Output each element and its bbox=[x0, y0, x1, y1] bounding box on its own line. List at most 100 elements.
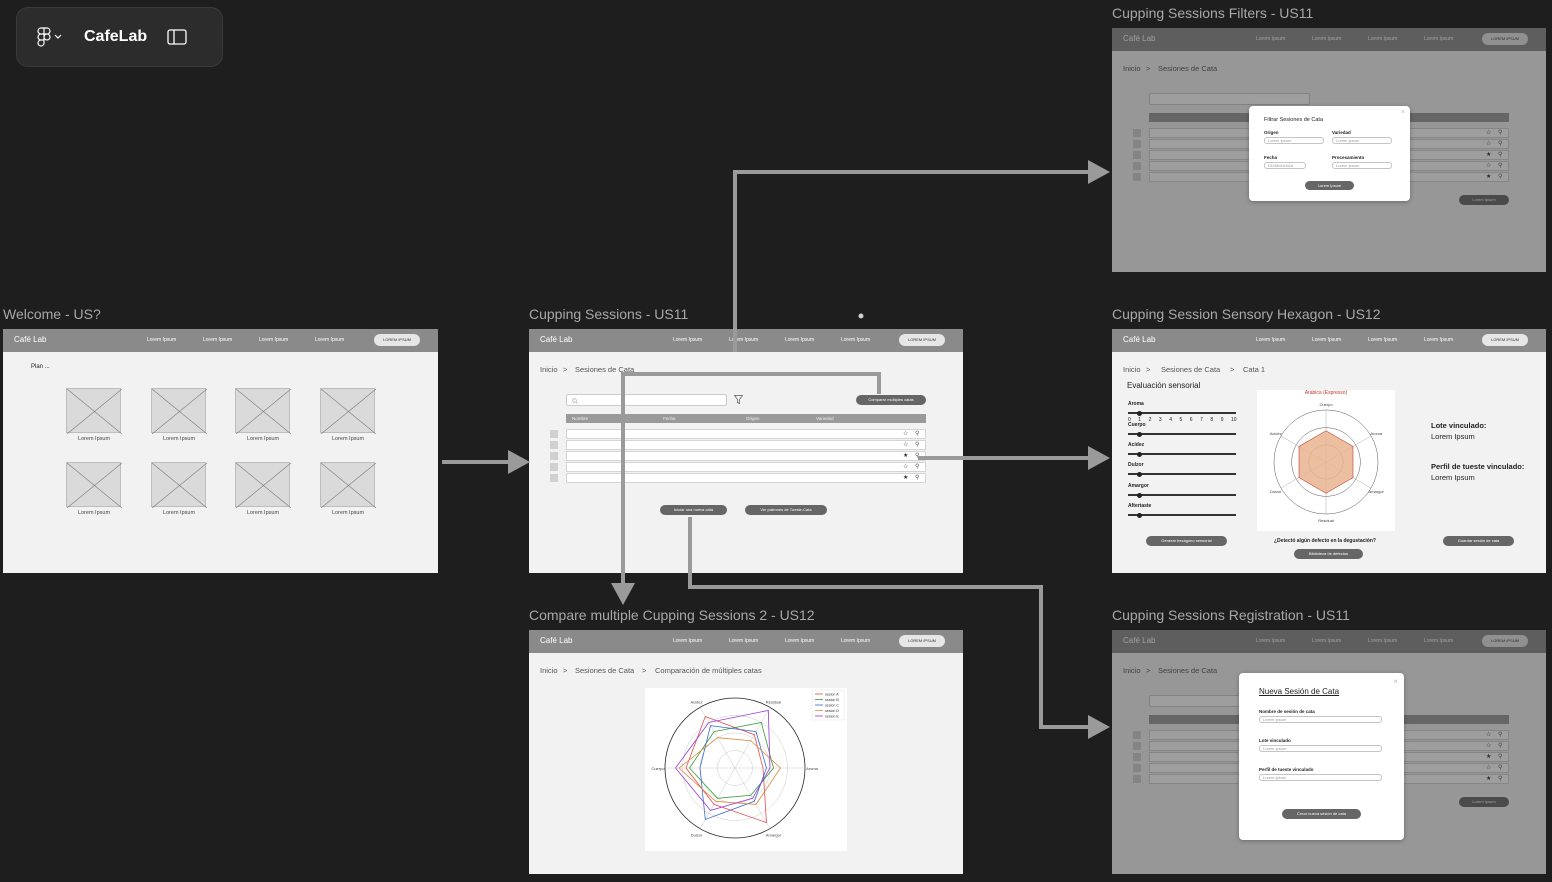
view-details-icon[interactable]: ⚲ bbox=[915, 464, 920, 470]
breadcrumb-home[interactable]: Inicio bbox=[540, 666, 558, 675]
footer-button[interactable]: Lorem Ipsum bbox=[1459, 797, 1509, 807]
close-icon[interactable]: × bbox=[1400, 109, 1405, 116]
variety-select[interactable]: Lorem Ipsum bbox=[1332, 137, 1392, 144]
toggle-sidebar-button[interactable] bbox=[167, 29, 187, 45]
star-outline-icon[interactable]: ☆ bbox=[903, 464, 909, 470]
new-session-button[interactable]: Iniciar una nueva cata bbox=[660, 505, 727, 515]
star-filled-icon[interactable]: ★ bbox=[903, 475, 909, 481]
nav-link[interactable]: Lorem Ipsum bbox=[841, 337, 871, 343]
nav-link[interactable]: Lorem Ipsum bbox=[315, 337, 345, 343]
frame-filters[interactable]: Café Lab Lorem Ipsum Lorem Ipsum Lorem I… bbox=[1112, 28, 1546, 272]
file-name[interactable]: CafeLab bbox=[84, 28, 148, 45]
nav-cta-button[interactable]: LOREM IPSUM bbox=[899, 334, 945, 346]
frame-label-compare[interactable]: Compare multiple Cupping Sessions 2 - US… bbox=[529, 607, 815, 623]
nav-link[interactable]: Lorem Ipsum bbox=[1424, 36, 1454, 42]
create-session-button[interactable]: Crear nueva sesión de cata bbox=[1282, 809, 1361, 819]
nav-link[interactable]: Lorem Ipsum bbox=[1256, 337, 1286, 343]
nav-link[interactable]: Lorem Ipsum bbox=[203, 337, 233, 343]
lot-select[interactable]: Lorem Ipsum bbox=[1259, 745, 1382, 752]
brand-logo[interactable]: Café Lab bbox=[540, 335, 573, 344]
frame-label-hexagon[interactable]: Cupping Session Sensory Hexagon - US12 bbox=[1112, 306, 1381, 322]
view-details-icon[interactable]: ⚲ bbox=[915, 453, 920, 459]
brand-logo[interactable]: Café Lab bbox=[1123, 335, 1156, 344]
frame-welcome[interactable]: Café Lab Lorem Ipsum Lorem Ipsum Lorem I… bbox=[3, 329, 438, 573]
view-details-icon[interactable]: ⚲ bbox=[915, 475, 920, 481]
footer-button[interactable]: Lorem Ipsum bbox=[1459, 195, 1509, 205]
nav-cta-button[interactable]: LOREM IPSUM bbox=[1482, 334, 1528, 346]
filter-icon[interactable] bbox=[734, 395, 743, 404]
table-row[interactable] bbox=[566, 462, 926, 472]
view-details-icon[interactable]: ⚲ bbox=[915, 431, 920, 437]
table-row[interactable] bbox=[566, 473, 926, 483]
slider-handle[interactable] bbox=[1136, 451, 1142, 457]
process-select[interactable]: Lorem Ipsum bbox=[1332, 162, 1392, 169]
nav-link[interactable]: Lorem Ipsum bbox=[673, 337, 703, 343]
row-checkbox[interactable] bbox=[550, 452, 558, 460]
nav-link[interactable]: Lorem Ipsum bbox=[1368, 337, 1398, 343]
star-outline-icon[interactable]: ☆ bbox=[903, 442, 909, 448]
session-name-input[interactable]: Lorem Ipsum bbox=[1259, 716, 1382, 723]
row-checkbox[interactable] bbox=[550, 474, 558, 482]
nav-link[interactable]: Lorem Ipsum bbox=[1368, 36, 1398, 42]
frame-hexagon[interactable]: Café Lab Lorem Ipsum Lorem Ipsum Lorem I… bbox=[1112, 329, 1546, 573]
defects-library-button[interactable]: Biblioteca de defectos bbox=[1294, 549, 1363, 559]
close-icon[interactable]: × bbox=[1393, 677, 1398, 686]
breadcrumb-home[interactable]: Inicio bbox=[1123, 666, 1141, 675]
brand-logo[interactable]: Café Lab bbox=[1123, 636, 1156, 645]
nav-link[interactable]: Lorem Ipsum bbox=[1312, 337, 1342, 343]
frame-compare[interactable]: Café Lab Lorem Ipsum Lorem Ipsum Lorem I… bbox=[529, 630, 963, 874]
column-header[interactable]: Fecha bbox=[663, 416, 676, 421]
nav-link[interactable]: Lorem Ipsum bbox=[1312, 638, 1342, 644]
brand-logo[interactable]: Café Lab bbox=[14, 335, 47, 344]
nav-link[interactable]: Lorem Ipsum bbox=[1312, 36, 1342, 42]
compare-sessions-button[interactable]: Comparar múltiples catas bbox=[856, 395, 926, 405]
nav-cta-button[interactable]: LOREM IPSUM bbox=[1482, 635, 1528, 647]
nav-link[interactable]: Lorem Ipsum bbox=[1424, 638, 1454, 644]
row-checkbox[interactable] bbox=[550, 463, 558, 471]
slider-handle[interactable] bbox=[1136, 512, 1142, 518]
nav-cta-button[interactable]: LOREM IPSUM bbox=[374, 334, 420, 346]
nav-link[interactable]: Lorem Ipsum bbox=[259, 337, 289, 343]
breadcrumb-home[interactable]: Inicio bbox=[1123, 64, 1141, 73]
brand-logo[interactable]: Café Lab bbox=[540, 636, 573, 645]
attribute-slider[interactable] bbox=[1128, 412, 1236, 414]
save-session-button[interactable]: Guardar sesión de cata bbox=[1443, 536, 1514, 546]
frame-label-welcome[interactable]: Welcome - US? bbox=[3, 306, 101, 322]
attribute-slider[interactable] bbox=[1128, 514, 1236, 516]
nav-link[interactable]: Lorem Ipsum bbox=[673, 638, 703, 644]
nav-link[interactable]: Lorem Ipsum bbox=[1256, 36, 1286, 42]
attribute-slider[interactable] bbox=[1128, 494, 1236, 496]
generate-hexagon-button[interactable]: Generar hexágono sensorial bbox=[1146, 536, 1227, 546]
table-row[interactable] bbox=[566, 451, 926, 461]
date-input[interactable]: DD/MM/AAAA bbox=[1264, 162, 1306, 169]
profile-select[interactable]: Lorem Ipsum bbox=[1259, 774, 1382, 781]
frame-label-filters[interactable]: Cupping Sessions Filters - US11 bbox=[1112, 5, 1314, 21]
table-row[interactable] bbox=[566, 429, 926, 439]
nav-link[interactable]: Lorem Ipsum bbox=[1368, 638, 1398, 644]
column-header[interactable]: Nombre bbox=[572, 416, 589, 421]
nav-cta-button[interactable]: LOREM IPSUM bbox=[899, 635, 945, 647]
frame-registration[interactable]: Café Lab Lorem Ipsum Lorem Ipsum Lorem I… bbox=[1112, 630, 1546, 874]
search-input[interactable] bbox=[1149, 93, 1310, 105]
nav-link[interactable]: Lorem Ipsum bbox=[785, 638, 815, 644]
frame-sessions[interactable]: Café Lab Lorem Ipsum Lorem Ipsum Lorem I… bbox=[529, 329, 963, 573]
attribute-slider[interactable] bbox=[1128, 433, 1236, 435]
origin-select[interactable]: Lorem Ipsum bbox=[1264, 137, 1324, 144]
slider-handle[interactable] bbox=[1136, 492, 1142, 498]
nav-link[interactable]: Lorem Ipsum bbox=[841, 638, 871, 644]
nav-link[interactable]: Lorem Ipsum bbox=[729, 638, 759, 644]
row-checkbox[interactable] bbox=[550, 430, 558, 438]
frame-label-registration[interactable]: Cupping Sessions Registration - US11 bbox=[1112, 607, 1350, 623]
nav-link[interactable]: Lorem Ipsum bbox=[785, 337, 815, 343]
slider-handle[interactable] bbox=[1136, 410, 1142, 416]
nav-link[interactable]: Lorem Ipsum bbox=[147, 337, 177, 343]
attribute-slider[interactable] bbox=[1128, 453, 1236, 455]
star-filled-icon[interactable]: ★ bbox=[903, 453, 909, 459]
nav-link[interactable]: Lorem Ipsum bbox=[1424, 337, 1454, 343]
brand-logo[interactable]: Café Lab bbox=[1123, 34, 1156, 43]
breadcrumb-home[interactable]: Inicio bbox=[1123, 365, 1141, 374]
breadcrumb-home[interactable]: Inicio bbox=[540, 365, 558, 374]
breadcrumb-sessions[interactable]: Sesiones de Cata bbox=[575, 666, 635, 675]
frame-label-sessions[interactable]: Cupping Sessions - US11 bbox=[529, 306, 689, 322]
